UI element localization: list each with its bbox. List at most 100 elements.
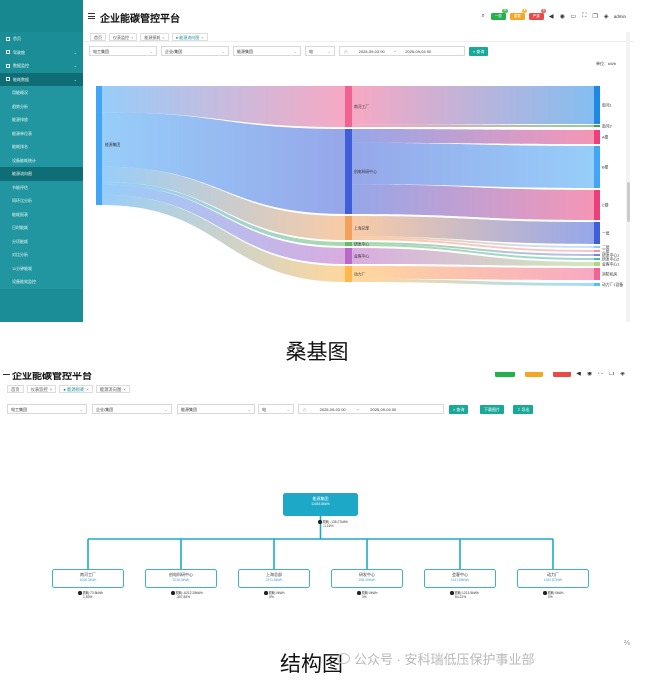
sankey-link-5-1[interactable]: [352, 278, 594, 286]
fullscreen-icon[interactable]: ⛶: [598, 372, 603, 376]
tab-2[interactable]: 能源损耗×: [140, 32, 169, 41]
sankey-link-source-3[interactable]: [102, 181, 345, 246]
sankey-node-target-2-1[interactable]: [594, 246, 600, 248]
alarm-severe-pill[interactable]: 严重 3: [528, 9, 546, 20]
company-select[interactable]: 企业/集团⌄: [161, 46, 229, 56]
close-icon[interactable]: ×: [131, 34, 134, 40]
sankey-link-source-1[interactable]: [102, 112, 345, 214]
sidebar-subitem-9[interactable]: 能耗报表: [0, 208, 83, 222]
eye-icon[interactable]: ◉: [586, 372, 593, 377]
sidebar-subitem-12[interactable]: 对比分析: [0, 248, 83, 262]
sidebar-subitem-5[interactable]: 设备能耗统计: [0, 154, 83, 168]
sidebar-subitem-13[interactable]: 11分钟能耗: [0, 262, 83, 276]
sankey-node-target-5-1[interactable]: [594, 283, 600, 286]
fullscreen-icon[interactable]: ⛶: [582, 13, 587, 19]
group-select[interactable]: 电工集团⌄: [89, 46, 157, 56]
sankey-link-2-0[interactable]: [352, 216, 594, 244]
query-button[interactable]: ⌕ 查询: [449, 404, 469, 414]
sankey-node-source[interactable]: [96, 86, 102, 205]
download-image-button[interactable]: 下载图片: [480, 404, 504, 414]
sankey-node-target-1-1[interactable]: [594, 146, 600, 188]
sankey-link-source-2[interactable]: [102, 166, 345, 240]
energy-type-select[interactable]: 电⌄: [305, 46, 335, 56]
sidebar-subitem-2[interactable]: 能源排放: [0, 113, 83, 127]
sankey-link-source-5[interactable]: [102, 194, 345, 282]
scrollbar-thumb[interactable]: [626, 182, 630, 222]
sidebar-item-2[interactable]: 数据监控⌄: [0, 59, 83, 73]
alarm-important-pill[interactable]: 重要 6: [509, 9, 527, 20]
tab-2[interactable]: ● 能源损耗×: [59, 385, 93, 393]
sidebar-subitem-0[interactable]: 用能概况: [0, 86, 83, 100]
search-icon[interactable]: ⌕: [481, 13, 485, 19]
sankey-link-1-0[interactable]: [352, 129, 594, 144]
sankey-link-4-0[interactable]: [352, 248, 594, 266]
sankey-node-target-1-2[interactable]: [594, 190, 600, 220]
tab-3[interactable]: ● 能源流向图×: [171, 32, 208, 41]
sidebar-subitem-1[interactable]: 趋势分析: [0, 100, 83, 114]
sankey-link-source-4[interactable]: [102, 184, 345, 264]
sidebar-subitem-3[interactable]: 能源单位表: [0, 127, 83, 141]
sankey-node-mid-4[interactable]: [345, 248, 352, 264]
hamburger-menu-icon[interactable]: [3, 372, 10, 375]
sankey-node-mid-2[interactable]: [345, 216, 352, 240]
tab-1[interactable]: 仪表监控×: [26, 385, 57, 393]
sidebar-subitem-4[interactable]: 能耗排名: [0, 140, 83, 154]
close-icon[interactable]: ×: [49, 387, 53, 392]
date-range-picker[interactable]: ◷ 2025-09-03 00 ~ 2025-09-04 00: [298, 404, 444, 414]
sankey-node-target-0-1[interactable]: [594, 125, 600, 127]
scope-select[interactable]: 能源集团⌄: [233, 46, 301, 56]
tab-1[interactable]: 仪表监控×: [109, 32, 138, 41]
sankey-node-target-3-0[interactable]: [594, 254, 600, 256]
tree-root-node[interactable]: 能源集团 11653.8kWh: [283, 493, 358, 516]
sankey-link-3-0[interactable]: [352, 242, 594, 256]
sidebar-subitem-14[interactable]: 设备能效监控: [0, 275, 83, 289]
alarm-normal-pill[interactable]: 一般 12: [490, 9, 508, 20]
sankey-node-mid-5[interactable]: [345, 266, 352, 282]
close-icon[interactable]: ×: [123, 387, 126, 392]
sankey-node-target-5-0[interactable]: [594, 268, 600, 280]
sidebar-item-3[interactable]: 能耗数据⌄: [0, 72, 83, 86]
company-select[interactable]: 企业/集团⌄: [92, 404, 172, 414]
sankey-node-target-2-0[interactable]: [594, 222, 600, 244]
tab-0[interactable]: 首页: [7, 385, 24, 393]
sankey-node-mid-3[interactable]: [345, 242, 352, 246]
export-button[interactable]: ⇪ 导出: [513, 404, 534, 414]
tab-3[interactable]: 能源流向图×: [95, 385, 130, 393]
theme-icon[interactable]: ◈: [603, 14, 609, 20]
eye-icon[interactable]: ◉: [559, 14, 565, 20]
sankey-link-0-1[interactable]: [352, 124, 594, 127]
sankey-link-3-1[interactable]: [352, 244, 594, 260]
copy-icon[interactable]: ❐: [608, 372, 615, 377]
energy-type-select[interactable]: 电⌄: [258, 404, 294, 414]
sankey-link-1-1[interactable]: [352, 142, 594, 188]
close-icon[interactable]: ×: [162, 34, 165, 40]
alarm-normal-pill[interactable]: [495, 372, 515, 377]
copy-icon[interactable]: ❐: [592, 14, 598, 20]
close-icon[interactable]: ×: [86, 387, 89, 392]
alarm-severe-pill[interactable]: [553, 372, 571, 377]
sidebar-subitem-8[interactable]: 同环比分析: [0, 194, 83, 208]
sankey-node-target-2-2[interactable]: [594, 250, 600, 252]
sankey-node-target-1-0[interactable]: [594, 130, 600, 144]
sankey-link-2-1[interactable]: [352, 236, 594, 248]
sankey-node-mid-0[interactable]: [345, 86, 352, 127]
user-name[interactable]: admin: [613, 14, 626, 19]
sankey-link-2-2[interactable]: [352, 238, 594, 252]
sidebar-item-0[interactable]: 首页: [0, 32, 83, 46]
sidebar-subitem-6[interactable]: 能源流向图: [0, 167, 83, 181]
date-range-picker[interactable]: ◷ 2025-09-03 00 ~ 2025-09-04 00: [339, 46, 465, 56]
sankey-node-target-0-0[interactable]: [594, 86, 600, 124]
sidebar-subitem-11[interactable]: 分项能耗: [0, 235, 83, 249]
scope-select[interactable]: 能源集团⌄: [177, 404, 255, 414]
sankey-link-1-2[interactable]: [352, 184, 594, 220]
sound-icon[interactable]: ◀: [576, 372, 581, 377]
sankey-node-mid-1[interactable]: [345, 129, 352, 214]
close-icon[interactable]: ×: [201, 34, 204, 40]
sankey-node-target-3-1[interactable]: [594, 258, 600, 260]
sidebar-item-1[interactable]: 驾驶舱⌄: [0, 46, 83, 60]
